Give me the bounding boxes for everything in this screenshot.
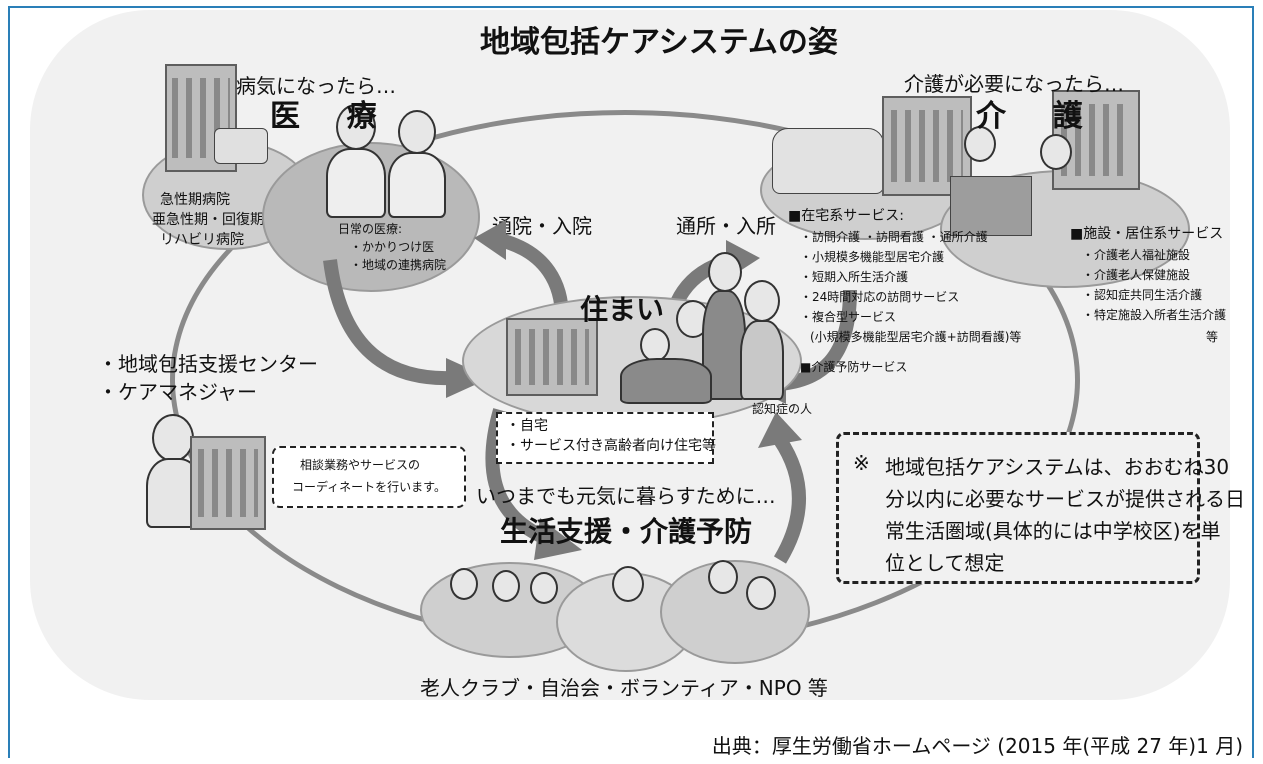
home-service-4: ・24時間対応の訪問サービス <box>800 290 960 304</box>
volunteer-senior-icon <box>746 576 776 610</box>
senior-3-icon <box>530 572 558 604</box>
hospital-acute: 急性期病院 <box>160 192 230 208</box>
sofa-icon <box>620 358 712 404</box>
home-service-2: ・小規模多機能型居宅介護 <box>800 250 945 264</box>
home-service-6: (小規模多機能型居宅介護+訪問看護)等 <box>810 330 1022 344</box>
note-line-3: 常生活圏域(具体的には中学校区)を単 <box>885 519 1221 543</box>
note-mark: ※ <box>853 451 870 475</box>
hospital-visit-label: 通院・入院 <box>492 214 592 238</box>
note-box: ※ 地域包括ケアシステムは、おおむね30 分以内に必要なサービスが提供される日 … <box>836 432 1245 584</box>
home-service-5: ・複合型サービス <box>800 310 897 324</box>
home-service-1: ・訪問介護 ・訪問看護 ・通所介護 <box>800 230 988 244</box>
ambulance-icon <box>214 128 268 164</box>
facility-visit-label: 通所・入所 <box>676 214 776 238</box>
prevention-service: ■介護予防サービス <box>800 360 908 374</box>
note-line-1: 地域包括ケアシステムは、おおむね30 <box>885 455 1230 479</box>
home-type-serviced: ・サービス付き高齢者向け住宅等 <box>506 438 716 454</box>
hospital-rehab: リハビリ病院 <box>160 232 244 248</box>
home-heading: 住まい <box>580 293 665 326</box>
support-center-item-1: ・地域包括支援センター <box>98 352 318 376</box>
house-icon <box>506 318 598 396</box>
home-service-3: ・短期入所生活介護 <box>800 270 909 284</box>
caregiver-icon <box>964 126 996 162</box>
diagram-title: 地域包括ケアシステムの姿 <box>480 25 838 60</box>
bathtub-icon <box>950 176 1032 236</box>
doctor-head-icon <box>336 104 376 150</box>
nurse-head-icon <box>398 110 436 154</box>
care-trigger: 介護が必要になったら… <box>904 72 1124 96</box>
medical-trigger: 病気になったら… <box>236 74 396 98</box>
child-icon <box>640 328 670 362</box>
medical-heading: 医 療 <box>270 99 395 134</box>
care-heading: 介 護 <box>976 99 1101 134</box>
support-center-item-2: ・ケアマネジャー <box>98 380 257 404</box>
facility-item-etc: 等 <box>1206 330 1219 344</box>
daily-medical-item-1: ・かかりつけ医 <box>350 240 435 254</box>
care-manager-icon <box>152 414 194 462</box>
support-to-home-arrow <box>758 412 806 564</box>
home-type-own: ・自宅 <box>506 418 548 434</box>
bubble-line-1: 相談業務やサービスの <box>300 458 421 472</box>
daily-medical-label: 日常の医療: <box>338 222 403 236</box>
facility-item-3: ・認知症共同生活介護 <box>1082 288 1203 302</box>
note-line-2: 分以内に必要なサービスが提供される日 <box>885 487 1245 511</box>
source-credit: 出典：厚生労働省ホームページ (2015 年(平成 27 年)1 月) <box>711 734 1243 758</box>
note-line-4: 位として想定 <box>885 551 1005 575</box>
figure-frame <box>8 6 1254 758</box>
facility-item-2: ・介護老人保健施設 <box>1082 268 1191 282</box>
home-types-box <box>496 412 714 464</box>
facility-item-1: ・介護老人福祉施設 <box>1082 248 1191 262</box>
senior-1-icon <box>450 568 478 600</box>
exercising-senior-icon <box>612 566 644 602</box>
doctor-body-icon <box>326 148 386 218</box>
home-to-support-arrow <box>485 408 582 560</box>
consultation-bubble <box>272 446 466 508</box>
facility-services-title: ■施設・居住系サービス <box>1070 226 1224 242</box>
dementia-person-icon <box>744 280 780 322</box>
bubble-line-2: コーディネートを行います。 <box>292 480 446 494</box>
wheelchair-user-icon <box>1040 134 1072 170</box>
nurse-body-icon <box>388 152 446 218</box>
living-support-heading: 生活支援・介護予防 <box>500 515 753 548</box>
volunteer-icon <box>708 560 738 594</box>
dementia-person-body-icon <box>740 320 784 400</box>
community-groups: 老人クラブ・自治会・ボランティア・NPO 等 <box>420 676 828 700</box>
grandfather-icon <box>708 252 742 292</box>
dementia-label: 認知症の人 <box>752 402 813 416</box>
support-center-building-icon <box>190 436 266 530</box>
home-services-title: ■在宅系サービス: <box>788 208 904 224</box>
hospital-subacute: 亜急性期・回復期 <box>152 212 264 228</box>
care-van-icon <box>772 128 884 194</box>
facility-item-4: ・特定施設入所者生活介護 <box>1082 308 1227 322</box>
living-support-tagline: いつまでも元気に暮らすために… <box>476 484 776 508</box>
senior-2-icon <box>492 570 520 602</box>
daily-medical-item-2: ・地域の連携病院 <box>350 258 447 272</box>
